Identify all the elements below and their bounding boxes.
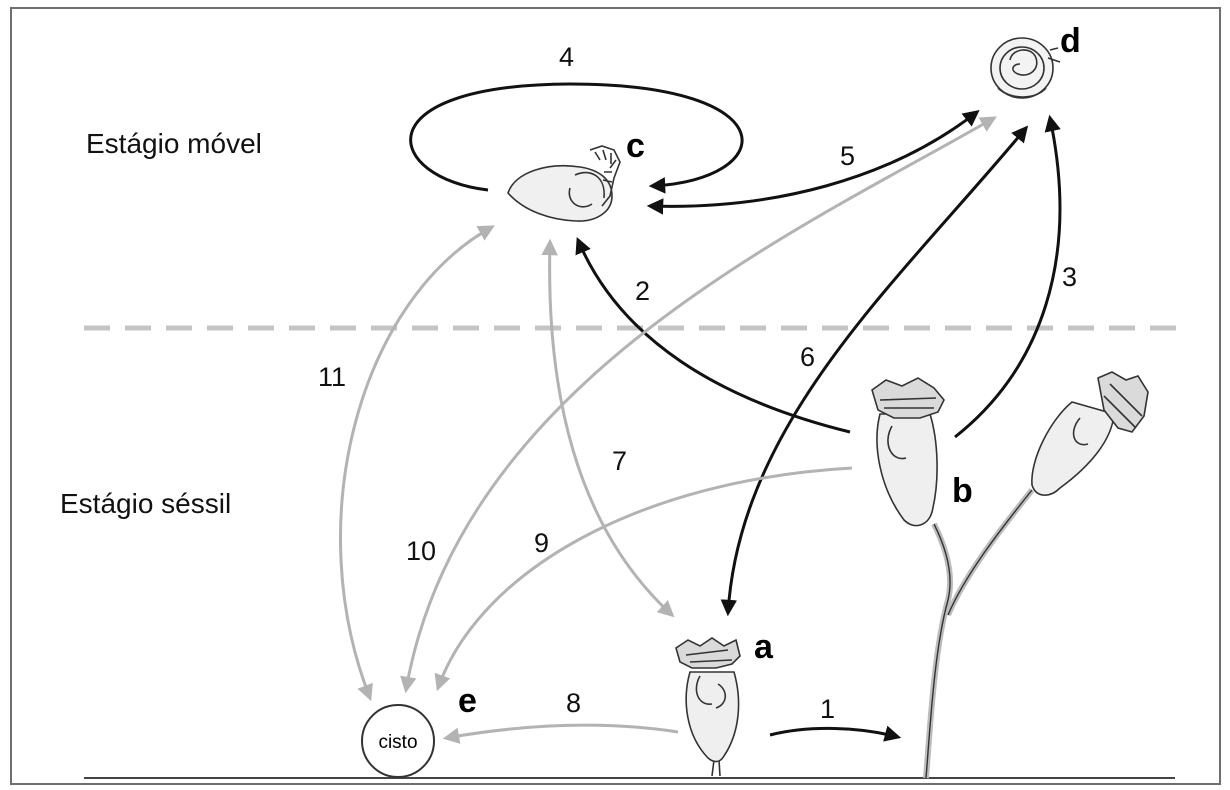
- arrow-11: [338, 225, 495, 702]
- arrow-10: [400, 116, 997, 694]
- mobile-stage-label: Estágio móvel: [86, 128, 262, 159]
- transition-number-5: 5: [840, 141, 855, 171]
- organism-a-icon: [675, 637, 741, 777]
- transition-number-9: 9: [534, 528, 549, 558]
- transition-number-1: 1: [820, 694, 835, 724]
- form-letter-d: d: [1060, 22, 1081, 60]
- arrow-8: [442, 723, 679, 744]
- transition-number-7: 7: [612, 446, 627, 476]
- sessile-stage-label: Estágio séssil: [60, 488, 232, 519]
- form-letter-a: a: [754, 628, 774, 666]
- arrow-2: [575, 236, 851, 434]
- transition-number-8: 8: [566, 688, 581, 718]
- cyst-label: cisto: [378, 732, 417, 753]
- arrow-9: [434, 466, 853, 692]
- organism-b-icon: [871, 371, 1149, 779]
- cyst-circle-icon: [361, 704, 435, 778]
- arrow-5: [646, 109, 980, 215]
- organism-c-icon: [507, 145, 621, 222]
- transition-number-2: 2: [635, 276, 650, 306]
- arrow-1: [769, 725, 902, 742]
- organism-d-icon: [990, 37, 1061, 99]
- transition-number-4: 4: [559, 42, 574, 72]
- transition-number-6: 6: [800, 342, 815, 372]
- arrow-3: [954, 114, 1062, 439]
- form-letter-b: b: [952, 472, 973, 510]
- form-letter-e: e: [458, 682, 477, 720]
- form-letter-c: c: [626, 127, 645, 165]
- arrow-6: [720, 125, 1029, 617]
- transition-number-3: 3: [1062, 262, 1077, 292]
- transition-number-10: 10: [406, 536, 436, 566]
- diagram-frame: [10, 7, 1221, 785]
- transition-number-11: 11: [318, 362, 346, 392]
